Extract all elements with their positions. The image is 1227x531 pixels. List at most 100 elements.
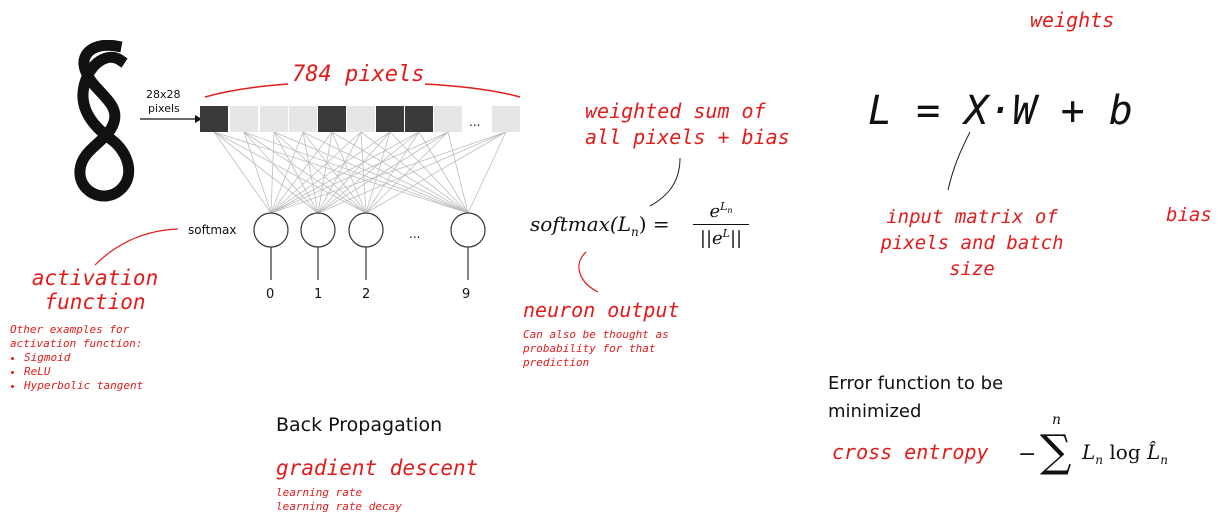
connection-line bbox=[243, 131, 367, 214]
connection-line bbox=[365, 131, 391, 214]
neuron-ellipsis: ... bbox=[409, 227, 420, 241]
weighted-sum-line1: weighted sum of bbox=[585, 99, 766, 123]
weighted-sum-annotation: weighted sum of all pixels + bias bbox=[585, 98, 790, 150]
softmax-lhs-sub: n bbox=[631, 225, 639, 239]
pixel-cell bbox=[347, 106, 375, 132]
linear-equation: L = X·W + b bbox=[868, 88, 1133, 134]
pixel-row bbox=[200, 106, 520, 132]
connection-line bbox=[243, 131, 469, 214]
softmax-numerator: eLn bbox=[693, 200, 749, 225]
input-matrix-annotation: input matrix of pixels and batch size bbox=[872, 204, 1072, 282]
input-label-line2: pixels bbox=[148, 102, 180, 115]
input-matrix-pointer bbox=[947, 131, 971, 191]
connection-line bbox=[365, 131, 449, 214]
output-neuron bbox=[450, 212, 486, 248]
pixel-cell bbox=[492, 106, 520, 132]
input-matrix-line1: input matrix of bbox=[886, 206, 1058, 228]
error-function-text: Error function to be minimized bbox=[828, 370, 1003, 426]
connection-line bbox=[302, 131, 319, 214]
connection-line bbox=[317, 131, 420, 214]
neuron-output-note: Can also be thought as probability for t… bbox=[523, 328, 669, 370]
connection-line bbox=[302, 131, 469, 214]
cross-entropy-label: cross entropy bbox=[832, 440, 989, 464]
back-propagation-heading: Back Propagation bbox=[276, 414, 443, 436]
softmax-denominator: ||eL|| bbox=[693, 225, 749, 249]
pixel-cell bbox=[376, 106, 404, 132]
denominator-base: ||e bbox=[699, 228, 723, 249]
neuron-output-note-line1: Can also be thought as bbox=[523, 328, 669, 341]
activation-examples-line2: activation function: bbox=[10, 337, 143, 350]
pixel-cell bbox=[318, 106, 346, 132]
output-label-1: 1 bbox=[314, 287, 322, 302]
numerator-base: e bbox=[709, 201, 721, 222]
connection-line bbox=[317, 131, 333, 214]
pixels-annotation: 784 pixels bbox=[292, 62, 425, 87]
numerator-exp-sub: n bbox=[727, 206, 733, 216]
ce-term-sub: n bbox=[1095, 453, 1104, 467]
connection-line bbox=[331, 131, 367, 214]
connection-line bbox=[243, 131, 272, 214]
handwritten-digit-image bbox=[64, 39, 144, 205]
connection-line bbox=[270, 131, 275, 214]
connection-line bbox=[270, 131, 449, 214]
softmax-fraction: eLn ||eL|| bbox=[693, 200, 749, 249]
ce-term: Ln log L̂n bbox=[1082, 440, 1168, 467]
gradient-note-learning-rate: learning rate bbox=[276, 486, 363, 499]
input-label-line1: 28x28 bbox=[146, 88, 181, 101]
connection-line bbox=[447, 131, 469, 214]
numerator-exp-base: L bbox=[720, 200, 728, 213]
network-diagram: 28x28 pixels ... ... softmax 0 1 2 9 bbox=[94, 83, 521, 302]
pixel-ellipsis: ... bbox=[469, 115, 480, 129]
neuron-output-note-line2: probability for that bbox=[523, 342, 656, 355]
connection-line bbox=[213, 131, 469, 214]
pixel-cell bbox=[405, 106, 433, 132]
activation-examples-list: Sigmoid ReLU Hyperbolic tangent bbox=[10, 351, 143, 393]
connection-line bbox=[360, 131, 367, 214]
connection-line bbox=[360, 131, 469, 214]
ce-hat-sub: n bbox=[1160, 453, 1168, 467]
connection-line bbox=[365, 131, 420, 214]
weights-annotation: weights bbox=[1030, 8, 1115, 32]
connection-line bbox=[389, 131, 469, 214]
activation-examples-line1: Other examples for bbox=[10, 323, 130, 336]
connection-line bbox=[270, 131, 391, 214]
activation-title-line1: activation bbox=[31, 266, 159, 290]
activation-examples: Other examples for activation function: … bbox=[10, 323, 143, 393]
connection-line bbox=[273, 131, 367, 214]
pixel-cell bbox=[200, 106, 228, 132]
input-arrowhead bbox=[195, 115, 202, 123]
connection-line bbox=[213, 131, 367, 214]
connection-line bbox=[331, 131, 469, 214]
neuron-output-title: neuron output bbox=[523, 298, 680, 322]
connection-line bbox=[302, 131, 367, 214]
gradient-descent-title: gradient descent bbox=[276, 456, 479, 480]
denominator-close: || bbox=[729, 228, 743, 249]
input-matrix-line3: size bbox=[949, 258, 995, 280]
pixel-cell bbox=[289, 106, 317, 132]
connection-line bbox=[270, 131, 362, 214]
pixel-cell bbox=[434, 106, 462, 132]
softmax-formula: softmax(Ln) = bbox=[530, 212, 670, 239]
weighted-sum-line2: all pixels + bias bbox=[585, 125, 790, 149]
list-item: Sigmoid bbox=[24, 351, 143, 365]
output-label-0: 0 bbox=[266, 287, 274, 302]
softmax-close: ) = bbox=[638, 212, 670, 236]
output-neuron bbox=[348, 212, 384, 248]
neuron-output-note-line3: prediction bbox=[523, 356, 590, 369]
output-neuron bbox=[300, 212, 336, 248]
connection-lines bbox=[213, 131, 507, 214]
input-matrix-line2: pixels and batch bbox=[880, 232, 1064, 254]
connection-line bbox=[270, 131, 304, 214]
activation-title-line2: function bbox=[44, 290, 146, 314]
gradient-notes: learning rate learning rate decay bbox=[276, 486, 402, 514]
output-label-2: 2 bbox=[362, 287, 370, 302]
bias-annotation: bias bbox=[1166, 204, 1212, 226]
activation-title: activation function bbox=[30, 266, 160, 314]
ce-sum: ∑ bbox=[1040, 426, 1072, 477]
list-item: Hyperbolic tangent bbox=[24, 379, 143, 393]
error-function-line1: Error function to be bbox=[828, 373, 1004, 394]
softmax-lhs: softmax(L bbox=[530, 212, 631, 236]
connection-line bbox=[317, 131, 507, 214]
numerator-exp: Ln bbox=[720, 200, 733, 216]
softmax-formula-pointers bbox=[578, 157, 681, 293]
